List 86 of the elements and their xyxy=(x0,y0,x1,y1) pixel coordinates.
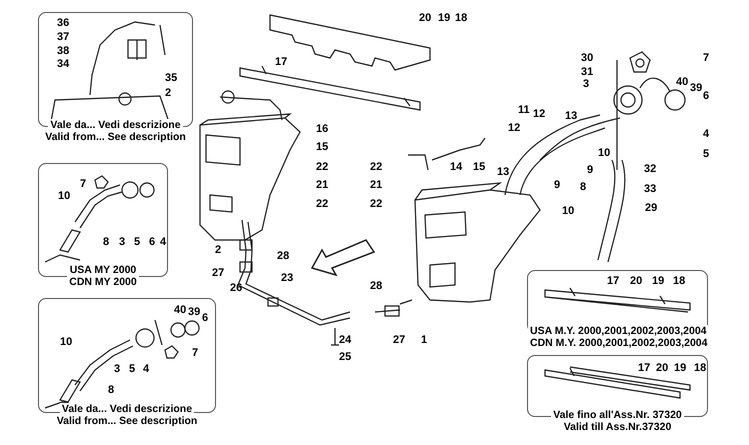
callout-number: 19 xyxy=(652,275,664,287)
callout-number: 21 xyxy=(316,179,328,191)
callout-number: 2 xyxy=(215,244,222,256)
callout-number: 8 xyxy=(580,181,586,193)
callout-number: 33 xyxy=(644,183,656,195)
callout-number: 18 xyxy=(455,12,468,24)
callout-number: 15 xyxy=(473,161,486,173)
callout-number: 9 xyxy=(587,164,594,176)
callout-number: 4 xyxy=(160,236,166,248)
panel-caption: USA MY 2000 xyxy=(68,264,138,276)
callout-number: 8 xyxy=(108,384,114,396)
callout-number: 28 xyxy=(277,250,290,262)
callout-number: 6 xyxy=(703,90,710,102)
panel-caption: Vale fino all'Ass.Nr. 37320 xyxy=(551,409,684,421)
callout-number: 39 xyxy=(690,82,702,94)
callout-number: 19 xyxy=(438,12,450,24)
callout-number: 22 xyxy=(316,198,328,210)
callout-number: 40 xyxy=(676,76,688,88)
callout-number: 10 xyxy=(60,336,72,348)
callout-number: 15 xyxy=(316,141,328,153)
callout-number: 36 xyxy=(57,17,70,29)
callout-number: 17 xyxy=(638,362,650,374)
callout-number: 27 xyxy=(393,334,406,346)
panel-caption: CDN M.Y. 2000,2001,2002,2003,2004 xyxy=(528,337,710,349)
callout-number: 14 xyxy=(450,161,462,173)
callout-number: 13 xyxy=(565,110,578,122)
callout-number: 22 xyxy=(370,198,382,210)
callout-number: 18 xyxy=(694,362,706,374)
callout-number: 18 xyxy=(673,275,686,287)
callout-number: 21 xyxy=(370,179,382,191)
callout-number: 24 xyxy=(339,334,352,346)
callout-number: 32 xyxy=(644,163,656,175)
callout-number: 10 xyxy=(562,205,574,217)
callout-number: 10 xyxy=(598,147,610,159)
callout-number: 3 xyxy=(119,236,126,248)
callout-number: 20 xyxy=(630,275,642,287)
callout-number: 27 xyxy=(212,267,224,279)
callout-number: 6 xyxy=(149,236,156,248)
callout-number: 23 xyxy=(281,272,294,284)
callout-number: 20 xyxy=(419,12,432,24)
callout-number: 19 xyxy=(674,362,686,374)
callout-number: 20 xyxy=(656,362,668,374)
callout-number: 13 xyxy=(497,166,510,178)
callout-number: 1 xyxy=(421,334,428,346)
callout-number: 5 xyxy=(703,148,710,160)
callout-number: 3 xyxy=(114,363,120,375)
callout-number: 12 xyxy=(508,122,520,134)
callout-number: 12 xyxy=(533,108,546,120)
callout-number: 38 xyxy=(57,45,70,57)
callout-number: 31 xyxy=(581,66,594,78)
callout-number: 6 xyxy=(202,312,208,324)
callout-number: 39 xyxy=(188,306,200,318)
callout-number: 7 xyxy=(192,347,198,359)
callout-number: 4 xyxy=(143,363,150,375)
callout-number: 40 xyxy=(174,304,186,316)
callout-number: 29 xyxy=(645,202,658,214)
callout-number: 11 xyxy=(518,104,530,116)
callout-number: 17 xyxy=(275,56,288,68)
callout-number: 37 xyxy=(57,31,70,43)
callout-number: 17 xyxy=(607,275,620,287)
callout-number: 8 xyxy=(103,236,110,248)
callout-number: 7 xyxy=(80,178,86,190)
callout-number: 22 xyxy=(370,161,382,173)
panel-caption: Vale da... Vedi descrizione xyxy=(48,119,183,131)
callout-number: 4 xyxy=(703,128,710,140)
callout-number: 5 xyxy=(129,363,136,375)
panel-caption: CDN MY 2000 xyxy=(67,276,139,288)
panel-caption: Vale da... Vedi descrizione xyxy=(60,403,194,415)
callout-number: 16 xyxy=(316,123,328,135)
callout-number: 2 xyxy=(165,87,172,99)
callout-number: 9 xyxy=(554,179,560,191)
callout-number: 5 xyxy=(134,236,140,248)
callout-number: 10 xyxy=(58,190,70,202)
callout-number: 3 xyxy=(583,78,590,90)
callout-number: 25 xyxy=(339,351,352,363)
callout-number: 26 xyxy=(230,282,242,294)
callout-number: 7 xyxy=(703,52,710,64)
callout-number: 22 xyxy=(316,161,328,173)
callout-number: 28 xyxy=(370,280,382,292)
panel-caption: Valid from... See description xyxy=(54,415,200,427)
panel-caption: USA M.Y. 2000,2001,2002,2003,2004 xyxy=(528,325,708,337)
callout-number: 35 xyxy=(165,72,178,84)
callout-number: 34 xyxy=(57,58,70,70)
panel-caption: Valid till Ass.Nr.37320 xyxy=(562,421,674,433)
callout-number: 30 xyxy=(581,52,594,64)
panel-caption: Valid from... See description xyxy=(43,131,188,143)
